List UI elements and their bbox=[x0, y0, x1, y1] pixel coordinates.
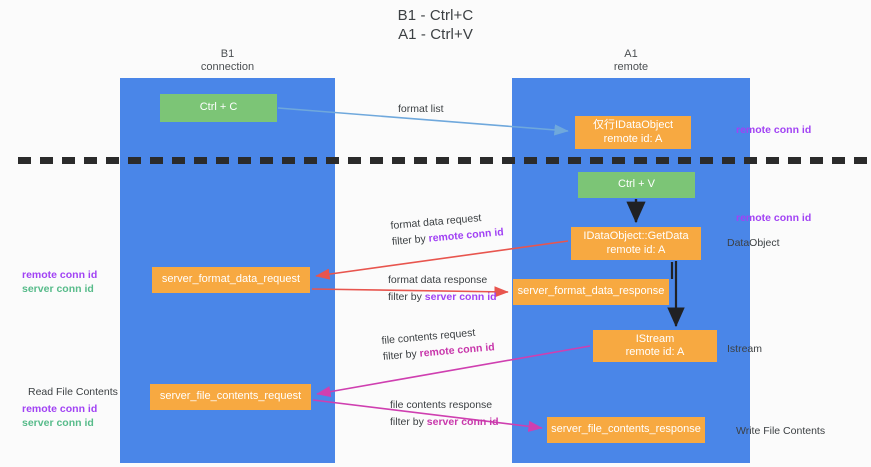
column-header-a1: A1 remote bbox=[512, 48, 750, 74]
annotation-istream: Istream bbox=[727, 343, 763, 355]
divider-dash bbox=[414, 157, 427, 164]
filter-prefix: filter by bbox=[390, 416, 427, 428]
divider-dash bbox=[524, 157, 537, 164]
divider-dash bbox=[436, 157, 449, 164]
divider-dash bbox=[304, 157, 317, 164]
annotation-remote-conn-id-mid: remote conn id bbox=[736, 212, 812, 224]
edge-label-format-data-response-text: format data response bbox=[388, 274, 488, 286]
divider-dash bbox=[590, 157, 603, 164]
divider-dash bbox=[832, 157, 845, 164]
divider-dash bbox=[612, 157, 625, 164]
node-server-file-contents-request[interactable]: server_file_contents_request bbox=[150, 384, 311, 410]
divider-dash bbox=[62, 157, 75, 164]
node-ctrl-c-label: Ctrl + C bbox=[199, 101, 238, 114]
divider-dash bbox=[766, 157, 779, 164]
divider-dash bbox=[194, 157, 207, 164]
node-ctrl-c[interactable]: Ctrl + C bbox=[160, 94, 277, 122]
annotation-conn-ids-top: remote conn id server conn id bbox=[22, 268, 97, 296]
node-ctrl-v-label: Ctrl + V bbox=[618, 178, 655, 191]
edge-label-format-data-request: format data request filter by remote con… bbox=[390, 209, 504, 250]
divider-dashed-line bbox=[18, 157, 871, 164]
node-idataobject[interactable]: 仅行IDataObject remote id: A bbox=[575, 116, 691, 149]
divider-dash bbox=[634, 157, 647, 164]
annotation-remote-conn-id-top: remote conn id bbox=[736, 124, 812, 136]
divider-dash bbox=[18, 157, 31, 164]
annotation-remote-conn-id-2: remote conn id bbox=[22, 403, 98, 415]
divider-dash bbox=[810, 157, 823, 164]
divider-dash bbox=[260, 157, 273, 164]
divider-dash bbox=[238, 157, 251, 164]
edge-label-format-list: format list bbox=[398, 102, 444, 117]
divider-dash bbox=[216, 157, 229, 164]
divider-dash bbox=[370, 157, 383, 164]
edge-label-format-list-text: format list bbox=[398, 103, 444, 115]
node-idataobject-label: 仅行IDataObject bbox=[592, 119, 674, 131]
divider-dash bbox=[392, 157, 405, 164]
node-server-format-data-response-label: server_format_data_response bbox=[517, 285, 665, 298]
node-ctrl-v[interactable]: Ctrl + V bbox=[578, 172, 695, 198]
divider-dash bbox=[656, 157, 669, 164]
edge-label-format-data-response-filter: filter by server conn id bbox=[388, 290, 497, 305]
node-idataobject-sub: remote id: A bbox=[603, 132, 663, 145]
column-header-a1-name: A1 bbox=[624, 48, 638, 60]
divider-dash bbox=[744, 157, 757, 164]
divider-dash bbox=[722, 157, 735, 164]
annotation-remote-conn-id-1: remote conn id bbox=[22, 269, 98, 281]
filter-prefix: filter by bbox=[382, 347, 421, 363]
edge-label-file-contents-request: file contents request filter by remote c… bbox=[381, 324, 495, 365]
edge-label-file-contents-response: file contents response filter by server … bbox=[390, 398, 499, 430]
node-idataobject-getdata-label: IDataObject::GetData bbox=[583, 230, 689, 242]
column-header-b1: B1 connection bbox=[120, 48, 335, 74]
column-header-b1-name: B1 bbox=[220, 48, 235, 60]
node-server-file-contents-request-label: server_file_contents_request bbox=[159, 390, 302, 403]
annotation-server-conn-id-2: server conn id bbox=[22, 417, 94, 429]
divider-dash bbox=[480, 157, 493, 164]
divider-dash bbox=[502, 157, 515, 164]
edge-label-format-data-response: format data response filter by server co… bbox=[388, 273, 497, 305]
divider-dash bbox=[348, 157, 361, 164]
node-idataobject-getdata[interactable]: IDataObject::GetData remote id: A bbox=[571, 227, 701, 260]
column-header-b1-sub: connection bbox=[200, 61, 255, 73]
annotation-read-file-contents: Read File Contents bbox=[28, 386, 118, 398]
filter-key-server-conn-id: server conn id bbox=[426, 416, 499, 428]
divider-dash bbox=[546, 157, 559, 164]
divider-dash bbox=[568, 157, 581, 164]
title-line-1: B1 - Ctrl+C bbox=[397, 7, 474, 24]
column-header-a1-sub: remote bbox=[613, 61, 649, 73]
filter-prefix: filter by bbox=[388, 291, 425, 303]
divider-dash bbox=[282, 157, 295, 164]
divider-dash bbox=[678, 157, 691, 164]
node-server-file-contents-response[interactable]: server_file_contents_response bbox=[547, 417, 705, 443]
annotation-server-conn-id-1: server conn id bbox=[22, 283, 94, 295]
filter-key-server-conn-id: server conn id bbox=[424, 291, 497, 303]
divider-dash bbox=[854, 157, 867, 164]
node-istream-label: IStream bbox=[635, 332, 675, 345]
divider-dash bbox=[326, 157, 339, 164]
edge-label-file-contents-response-filter: filter by server conn id bbox=[390, 415, 499, 430]
filter-prefix: filter by bbox=[391, 232, 430, 248]
annotation-conn-ids-bottom: remote conn id server conn id bbox=[22, 402, 97, 430]
node-idataobject-getdata-sub: remote id: A bbox=[606, 243, 666, 256]
divider-dash bbox=[128, 157, 141, 164]
node-server-format-data-request-label: server_format_data_request bbox=[161, 273, 301, 286]
divider-dash bbox=[40, 157, 53, 164]
divider-dash bbox=[172, 157, 185, 164]
node-istream-sub: remote id: A bbox=[625, 346, 685, 358]
node-server-file-contents-response-label: server_file_contents_response bbox=[551, 423, 701, 436]
annotation-write-file-contents: Write File Contents bbox=[736, 425, 826, 437]
annotation-dataobject: DataObject bbox=[727, 237, 780, 249]
divider-dash bbox=[84, 157, 97, 164]
node-server-format-data-response[interactable]: server_format_data_response bbox=[513, 279, 669, 305]
divider-dash bbox=[150, 157, 163, 164]
title-line-2: A1 - Ctrl+V bbox=[398, 26, 473, 43]
divider-dash bbox=[106, 157, 119, 164]
node-server-format-data-request[interactable]: server_format_data_request bbox=[152, 267, 310, 293]
divider-dash bbox=[788, 157, 801, 164]
divider-dash bbox=[700, 157, 713, 164]
page-title: B1 - Ctrl+C A1 - Ctrl+V bbox=[0, 6, 871, 44]
node-istream[interactable]: IStream remote id: A bbox=[593, 330, 717, 362]
edge-label-file-contents-response-text: file contents response bbox=[390, 399, 493, 411]
divider-dash bbox=[458, 157, 471, 164]
